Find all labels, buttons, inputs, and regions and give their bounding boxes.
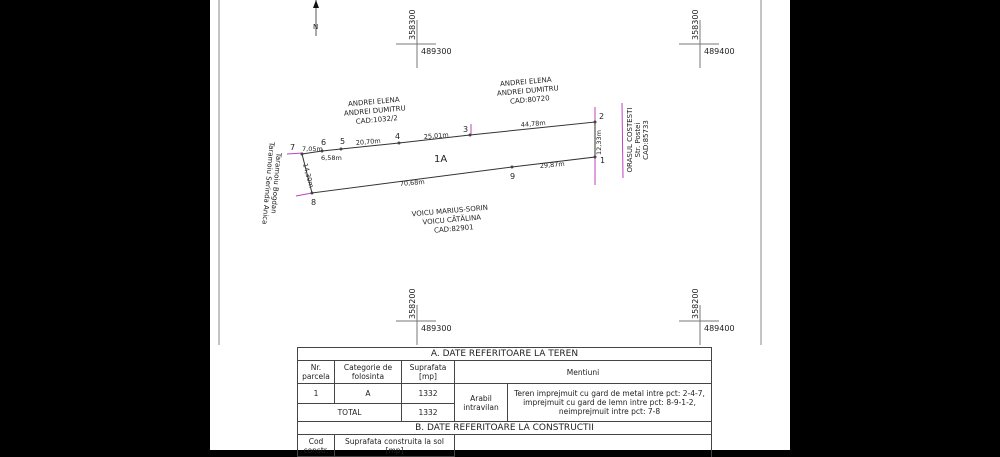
neighbor-north-west: ANDREI ELENA ANDREI DUMITRU CAD:1032/2 <box>344 96 406 126</box>
svg-text:489300: 489300 <box>421 324 452 333</box>
empty-cell <box>454 434 712 457</box>
cell-suprafata: 1332 <box>401 383 455 404</box>
point-markers <box>300 120 597 195</box>
svg-text:1: 1 <box>600 156 605 165</box>
svg-text:CAD:80720: CAD:80720 <box>510 94 550 105</box>
svg-text:20,70m: 20,70m <box>355 137 381 147</box>
svg-text:3: 3 <box>463 125 468 134</box>
north-arrow-icon: N <box>313 0 319 36</box>
svg-text:7: 7 <box>290 143 295 152</box>
svg-text:12,33m: 12,33m <box>595 130 603 155</box>
svg-text:5: 5 <box>340 137 345 146</box>
total-value: 1332 <box>401 403 455 422</box>
svg-text:9: 9 <box>510 172 515 181</box>
cell-nr: 1 <box>297 383 335 404</box>
svg-text:8: 8 <box>311 198 316 207</box>
parcel-outline <box>301 121 596 194</box>
cell-categorie: A <box>334 383 402 404</box>
svg-text:4: 4 <box>395 132 400 141</box>
parcel-label: 1A <box>434 154 447 165</box>
svg-text:Str. Postei: Str. Postei <box>634 123 642 158</box>
section-a-title: A. DATE REFERITOARE LA TEREN <box>297 347 712 361</box>
svg-text:489300: 489300 <box>421 47 452 56</box>
cell-tip: Arabil intravilan <box>454 383 508 422</box>
svg-text:2: 2 <box>599 112 604 121</box>
page-border <box>218 0 762 345</box>
neighbor-north-east: ANDREI ELENA ANDREI DUMITRU CAD:80720 <box>497 76 559 106</box>
svg-text:489400: 489400 <box>704 47 735 56</box>
svg-text:CAD:82901: CAD:82901 <box>434 223 474 234</box>
svg-text:358300: 358300 <box>691 9 700 40</box>
document-page: N 358300 489300 358300 489400 358200 489… <box>210 0 790 457</box>
header-suprafata-construita: Suprafata construita la sol [mp] <box>334 434 455 457</box>
header-cod-constr: Cod constr. <box>297 434 335 457</box>
svg-text:CAD:85733: CAD:85733 <box>642 120 650 160</box>
point-labels: 1 2 3 4 5 6 7 8 9 <box>290 112 605 207</box>
cell-mentiuni: Teren imprejmuit cu gard de metal intre … <box>507 383 712 422</box>
svg-text:N: N <box>313 23 318 31</box>
grid-cross: 358200 489400 <box>679 288 735 345</box>
header-nr: Nr. parcela <box>297 360 335 384</box>
header-categorie: Categorie de folosinta <box>334 360 402 384</box>
total-label: TOTAL <box>297 403 402 422</box>
grid-cross: 358300 489300 <box>396 9 452 68</box>
svg-text:7,05m: 7,05m <box>302 145 323 153</box>
header-suprafata: Suprafata [mp] <box>401 360 455 384</box>
parcel-data-table: A. DATE REFERITOARE LA TEREN Nr. parcela… <box>297 347 712 457</box>
svg-text:ORASUL COSTESTI: ORASUL COSTESTI <box>626 108 634 173</box>
svg-text:70,68m: 70,68m <box>399 178 425 188</box>
neighbor-west: Taramoiu Bogdan Taramoiu Serinda Anica <box>260 141 282 225</box>
svg-text:489400: 489400 <box>704 324 735 333</box>
svg-text:358300: 358300 <box>408 9 417 40</box>
svg-text:44,78m: 44,78m <box>520 119 546 129</box>
cadastral-plan: N 358300 489300 358300 489400 358200 489… <box>218 0 762 345</box>
header-mentiuni: Mentiuni <box>454 360 712 384</box>
svg-text:358200: 358200 <box>691 288 700 319</box>
grid-cross: 358300 489400 <box>679 9 735 68</box>
svg-text:25,01m: 25,01m <box>423 131 449 141</box>
grid-cross: 358200 489300 <box>396 288 452 345</box>
svg-text:14,30m: 14,30m <box>301 162 315 188</box>
svg-text:29,87m: 29,87m <box>539 160 565 170</box>
distance-labels: 7,05m 6,58m 20,70m 25,01m 44,78m 12,33m … <box>301 119 603 189</box>
svg-text:CAD:1032/2: CAD:1032/2 <box>356 114 399 126</box>
svg-text:6: 6 <box>321 138 326 147</box>
svg-text:358200: 358200 <box>408 288 417 319</box>
section-b-title: B. DATE REFERITOARE LA CONSTRUCTII <box>297 421 712 435</box>
neighbor-east: ORASUL COSTESTI Str. Postei CAD:85733 <box>626 108 650 173</box>
neighbor-south: VOICU MARIUS-SORIN VOICU CĂTĂLINA CAD:82… <box>411 204 488 235</box>
svg-text:6,58m: 6,58m <box>321 154 342 162</box>
